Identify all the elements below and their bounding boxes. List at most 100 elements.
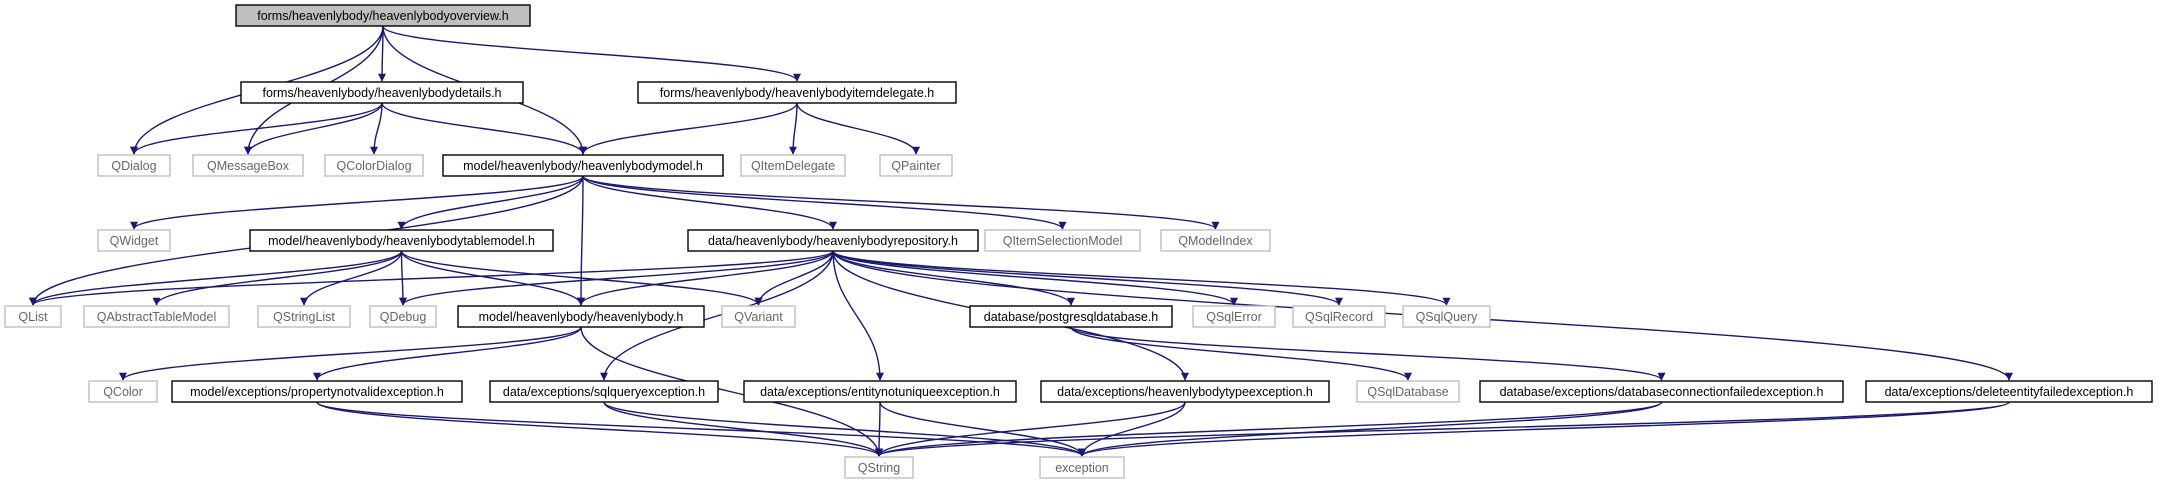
edge-repository-to-qsqlerror bbox=[832, 250, 1238, 306]
edge-tablemodel-to-qstringlist bbox=[300, 250, 403, 306]
edge-heavenlybody-to-propertynotvalid bbox=[313, 326, 582, 381]
node-qsqlerror-label: QSqlError bbox=[1206, 310, 1262, 324]
edge-details-to-model bbox=[381, 102, 587, 155]
node-heavenlybody[interactable]: model/heavenlybody/heavenlybody.h bbox=[457, 305, 705, 328]
node-postgresql-label: database/postgresqldatabase.h bbox=[984, 310, 1158, 324]
node-details-box bbox=[240, 81, 524, 104]
node-qmessagebox: QMessageBox bbox=[192, 154, 304, 177]
node-qstringlist: QStringList bbox=[257, 305, 351, 328]
node-overview[interactable]: forms/heavenlybody/heavenlybodyoverview.… bbox=[235, 4, 531, 27]
node-qdebug-label: QDebug bbox=[380, 310, 427, 324]
node-typeexception[interactable]: data/exceptions/heavenlybodytypeexceptio… bbox=[1040, 380, 1330, 403]
edge-repository-to-entitynotunique bbox=[832, 250, 884, 381]
node-qabstracttablemodel-label: QAbstractTableModel bbox=[97, 310, 217, 324]
node-qlist-box bbox=[4, 305, 62, 328]
node-qsqlrecord-label: QSqlRecord bbox=[1305, 310, 1373, 324]
node-qwidget: QWidget bbox=[97, 229, 171, 252]
edge-itemdelegate-to-qitemdelegate bbox=[789, 102, 798, 155]
node-typeexception-label: data/exceptions/heavenlybodytypeexceptio… bbox=[1057, 385, 1313, 399]
node-qitemselectionmodel-box bbox=[984, 229, 1141, 252]
edge-model-to-tablemodel bbox=[397, 175, 584, 230]
edge-typeexception-to-qstring bbox=[875, 401, 1186, 457]
node-qcolor-box bbox=[88, 380, 158, 403]
node-qmodelindex: QModelIndex bbox=[1160, 229, 1271, 252]
node-qcolor-label: QColor bbox=[103, 385, 143, 399]
node-deleteentity[interactable]: data/exceptions/deleteentityfailedexcept… bbox=[1865, 380, 2153, 403]
file-nodes: forms/heavenlybody/heavenlybodyoverview.… bbox=[4, 4, 2153, 479]
edge-postgresql-to-dbconnfailed bbox=[1070, 326, 1666, 381]
edge-tablemodel-to-qabstracttablemodel bbox=[152, 250, 403, 306]
edge-tablemodel-to-qlist bbox=[29, 250, 403, 306]
node-qvariant-box bbox=[721, 305, 796, 328]
node-itemdelegate-label: forms/heavenlybody/heavenlybodyitemdeleg… bbox=[660, 86, 935, 100]
edge-sqlquery-to-qstring bbox=[603, 401, 883, 457]
node-qpainter-box bbox=[879, 154, 953, 177]
node-qstring-box bbox=[844, 456, 914, 479]
node-qitemselectionmodel: QItemSelectionModel bbox=[984, 229, 1141, 252]
node-qsqldatabase-box bbox=[1356, 380, 1460, 403]
node-dbconnfailed[interactable]: database/exceptions/databaseconnectionfa… bbox=[1479, 380, 1844, 403]
edge-postgresql-to-qsqldatabase bbox=[1070, 326, 1412, 381]
node-qitemselectionmodel-label: QItemSelectionModel bbox=[1003, 234, 1123, 248]
edge-model-to-heavenlybody bbox=[577, 175, 586, 306]
node-qabstracttablemodel-box bbox=[83, 305, 230, 328]
node-qcolordialog-label: QColorDialog bbox=[336, 159, 411, 173]
edge-model-to-qmodelindex bbox=[582, 175, 1220, 230]
node-model-label: model/heavenlybody/heavenlybodymodel.h bbox=[463, 159, 703, 173]
node-qvariant-label: QVariant bbox=[734, 310, 783, 324]
node-repository[interactable]: data/heavenlybody/heavenlybodyrepository… bbox=[687, 229, 979, 252]
node-qlist: QList bbox=[4, 305, 62, 328]
node-model[interactable]: model/heavenlybody/heavenlybodymodel.h bbox=[442, 154, 724, 177]
edge-propertynotvalid-to-qstring bbox=[316, 401, 883, 457]
node-typeexception-box bbox=[1040, 380, 1330, 403]
node-qwidget-box bbox=[97, 229, 171, 252]
edge-overview-to-itemdelegate bbox=[382, 25, 801, 82]
node-qsqlquery: QSqlQuery bbox=[1402, 305, 1491, 328]
node-overview-label: forms/heavenlybody/heavenlybodyoverview.… bbox=[257, 9, 509, 23]
node-qitemdelegate-label: QItemDelegate bbox=[751, 159, 835, 173]
edge-repository-to-qsqlquery bbox=[832, 250, 1451, 306]
node-entitynotunique[interactable]: data/exceptions/entitynotuniqueexception… bbox=[743, 380, 1017, 403]
node-sqlquery[interactable]: data/exceptions/sqlqueryexception.h bbox=[489, 380, 719, 403]
node-qvariant: QVariant bbox=[721, 305, 796, 328]
edge-dbconnfailed-to-qstring bbox=[875, 401, 1663, 457]
node-qstringlist-label: QStringList bbox=[273, 310, 335, 324]
node-qdialog-label: QDialog bbox=[111, 159, 156, 173]
edge-itemdelegate-to-model bbox=[579, 102, 798, 155]
edge-model-to-qwidget bbox=[130, 175, 584, 230]
node-itemdelegate[interactable]: forms/heavenlybody/heavenlybodyitemdeleg… bbox=[637, 81, 957, 104]
node-qsqlquery-label: QSqlQuery bbox=[1416, 310, 1479, 324]
node-heavenlybody-label: model/heavenlybody/heavenlybody.h bbox=[479, 310, 684, 324]
node-dbconnfailed-label: database/exceptions/databaseconnectionfa… bbox=[1500, 385, 1824, 399]
node-details-label: forms/heavenlybody/heavenlybodydetails.h bbox=[262, 86, 501, 100]
node-tablemodel[interactable]: model/heavenlybody/heavenlybodytablemode… bbox=[249, 229, 554, 252]
node-qmodelindex-box bbox=[1160, 229, 1271, 252]
node-postgresql[interactable]: database/postgresqldatabase.h bbox=[969, 305, 1173, 328]
node-repository-box bbox=[687, 229, 979, 252]
node-qlist-label: QList bbox=[18, 310, 48, 324]
node-propertynotvalid[interactable]: model/exceptions/propertynotvalidexcepti… bbox=[171, 380, 463, 403]
node-tablemodel-label: model/heavenlybody/heavenlybodytablemode… bbox=[268, 234, 535, 248]
edge-itemdelegate-to-qpainter bbox=[796, 102, 920, 155]
node-propertynotvalid-label: model/exceptions/propertynotvalidexcepti… bbox=[190, 385, 444, 399]
node-qpainter: QPainter bbox=[879, 154, 953, 177]
edge-entitynotunique-to-qstring bbox=[875, 401, 884, 457]
edge-details-to-qdialog bbox=[130, 102, 383, 155]
node-qsqlerror-box bbox=[1192, 305, 1276, 328]
node-qmessagebox-box bbox=[192, 154, 304, 177]
node-qmodelindex-label: QModelIndex bbox=[1178, 234, 1253, 248]
node-dbconnfailed-box bbox=[1479, 380, 1844, 403]
node-qsqldatabase-label: QSqlDatabase bbox=[1367, 385, 1448, 399]
edge-repository-to-qlist bbox=[29, 250, 834, 306]
node-qmessagebox-label: QMessageBox bbox=[207, 159, 290, 173]
node-qcolor: QColor bbox=[88, 380, 158, 403]
edge-heavenlybody-to-qcolor bbox=[119, 326, 582, 381]
node-tablemodel-box bbox=[249, 229, 554, 252]
node-exception-box bbox=[1039, 456, 1125, 479]
edge-details-to-qcolordialog bbox=[370, 102, 383, 155]
node-details[interactable]: forms/heavenlybody/heavenlybodydetails.h bbox=[240, 81, 524, 104]
node-qsqlerror: QSqlError bbox=[1192, 305, 1276, 328]
node-itemdelegate-box bbox=[637, 81, 957, 104]
edge-repository-to-heavenlybody bbox=[577, 250, 834, 306]
